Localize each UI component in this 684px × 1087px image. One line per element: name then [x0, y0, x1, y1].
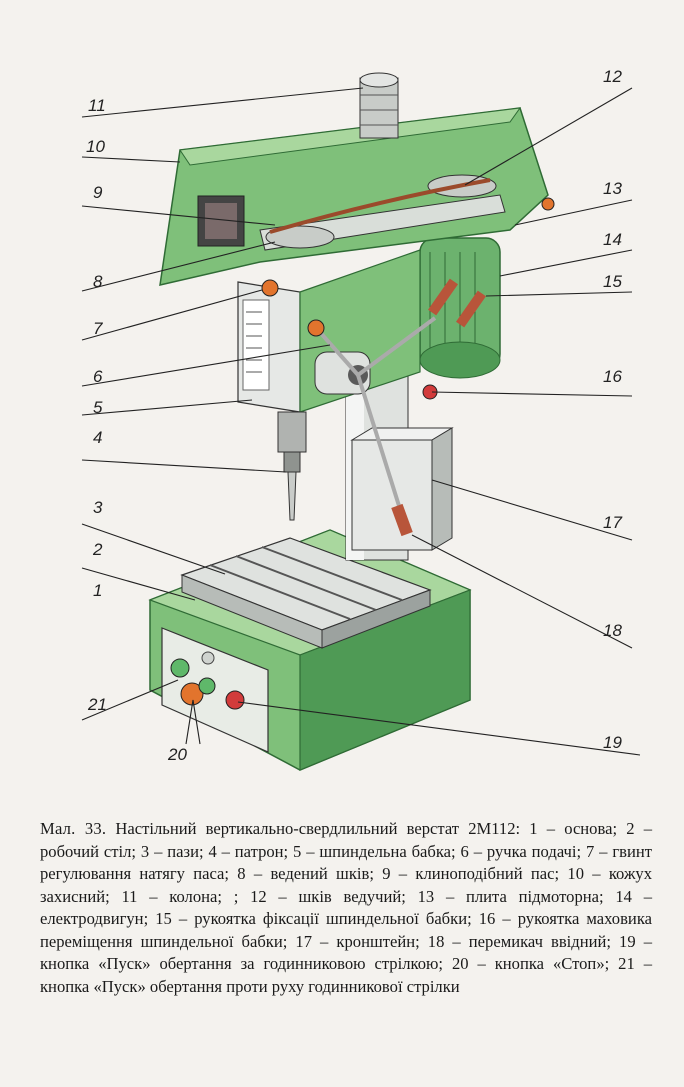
forward-start-button[interactable] — [225, 690, 245, 710]
indicator-lamp — [201, 651, 215, 665]
callout-2: 2 — [92, 540, 103, 559]
callout-18: 18 — [603, 621, 622, 640]
spindle-head — [237, 249, 421, 413]
callout-9: 9 — [93, 183, 103, 202]
caption-label: Мал. 33. — [40, 819, 107, 838]
column-top — [359, 72, 399, 139]
figure-caption: Мал. 33. Настільний вертикально-свердлил… — [40, 818, 652, 998]
callout-7: 7 — [93, 319, 103, 338]
callout-3: 3 — [93, 498, 103, 517]
callout-14: 14 — [603, 230, 622, 249]
belt-guard — [159, 107, 549, 286]
callout-10: 10 — [86, 137, 105, 156]
callout-labels: 1 2 3 4 5 6 7 8 9 10 11 12 13 14 15 16 1… — [86, 67, 622, 764]
control-panel — [161, 627, 269, 753]
callout-12: 12 — [603, 67, 622, 86]
caption-text: Настільний вертикально-свердлильний верс… — [40, 819, 653, 996]
driven-pulley — [265, 225, 335, 249]
table-slot — [261, 546, 403, 601]
callout-8: 8 — [93, 272, 103, 291]
work-table — [180, 537, 432, 649]
table-slot — [235, 555, 377, 611]
reverse-start-button[interactable] — [170, 658, 190, 678]
callout-1: 1 — [93, 581, 102, 600]
table-slot — [209, 564, 351, 620]
callout-6: 6 — [93, 367, 103, 386]
callout-21: 21 — [87, 695, 107, 714]
callout-4: 4 — [93, 428, 102, 447]
callout-15: 15 — [603, 272, 622, 291]
callout-19: 19 — [603, 733, 622, 752]
callout-17: 17 — [603, 513, 622, 532]
chuck — [277, 411, 307, 521]
drill-press-diagram: 1 2 3 4 5 6 7 8 9 10 11 12 13 14 15 16 1… — [81, 67, 641, 771]
callout-11: 11 — [88, 96, 106, 115]
v-belt — [269, 178, 491, 234]
callout-13: 13 — [603, 179, 622, 198]
callout-5: 5 — [93, 398, 103, 417]
callout-20: 20 — [167, 745, 187, 764]
green-panel-button[interactable] — [198, 677, 216, 695]
callout-16: 16 — [603, 367, 622, 386]
feed-handles — [261, 197, 555, 537]
leader-lines — [81, 87, 641, 756]
motor — [419, 237, 501, 379]
